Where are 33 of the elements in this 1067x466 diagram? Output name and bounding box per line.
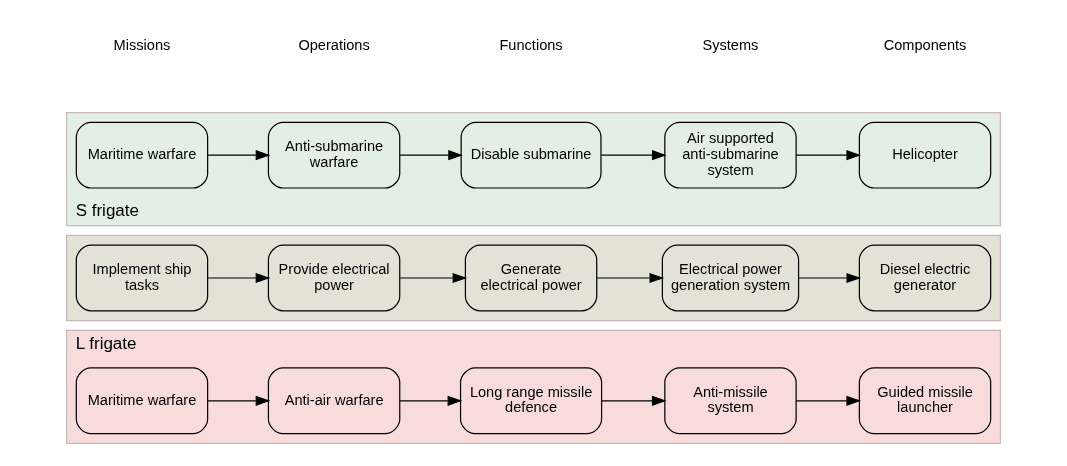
label: Operations	[298, 36, 370, 53]
arrow	[207, 150, 271, 161]
arrow	[399, 272, 468, 284]
cluster	[66, 234, 1001, 322]
arrow	[795, 395, 861, 406]
node-box: Provide electrical power	[267, 244, 401, 312]
label: Missions	[113, 36, 171, 53]
arrow	[795, 150, 861, 161]
node-box: Air supported anti-submarine system	[664, 121, 797, 189]
arrow	[601, 395, 667, 406]
node-box: Helicopter	[858, 121, 992, 189]
node-box: Disable submarine	[460, 121, 602, 189]
node-box: Maritime warfare	[75, 121, 209, 189]
arrow	[399, 150, 463, 161]
node-box: Anti-submarine warfare	[267, 121, 401, 189]
node-box: Diesel electric generator	[858, 244, 992, 312]
label: Systems	[702, 36, 759, 53]
label: Functions	[499, 36, 563, 53]
arrow	[399, 395, 463, 406]
node-box: Generate electrical power	[464, 244, 598, 312]
node-box: Maritime warfare	[75, 367, 209, 435]
node-box: Electrical power generation system	[661, 244, 800, 312]
node-box: Implement ship tasks	[75, 244, 209, 312]
arrow	[600, 150, 667, 161]
arrow	[596, 272, 665, 284]
node-box: Anti-air warfare	[267, 367, 401, 435]
node-box: Anti-missile system	[664, 367, 797, 435]
arrow	[207, 272, 271, 284]
arrow	[798, 272, 862, 284]
node-box: Long range missile defence	[459, 367, 603, 435]
label: Components	[883, 36, 967, 53]
node-box: Guided missile launcher	[858, 367, 992, 435]
arrow	[207, 395, 271, 406]
